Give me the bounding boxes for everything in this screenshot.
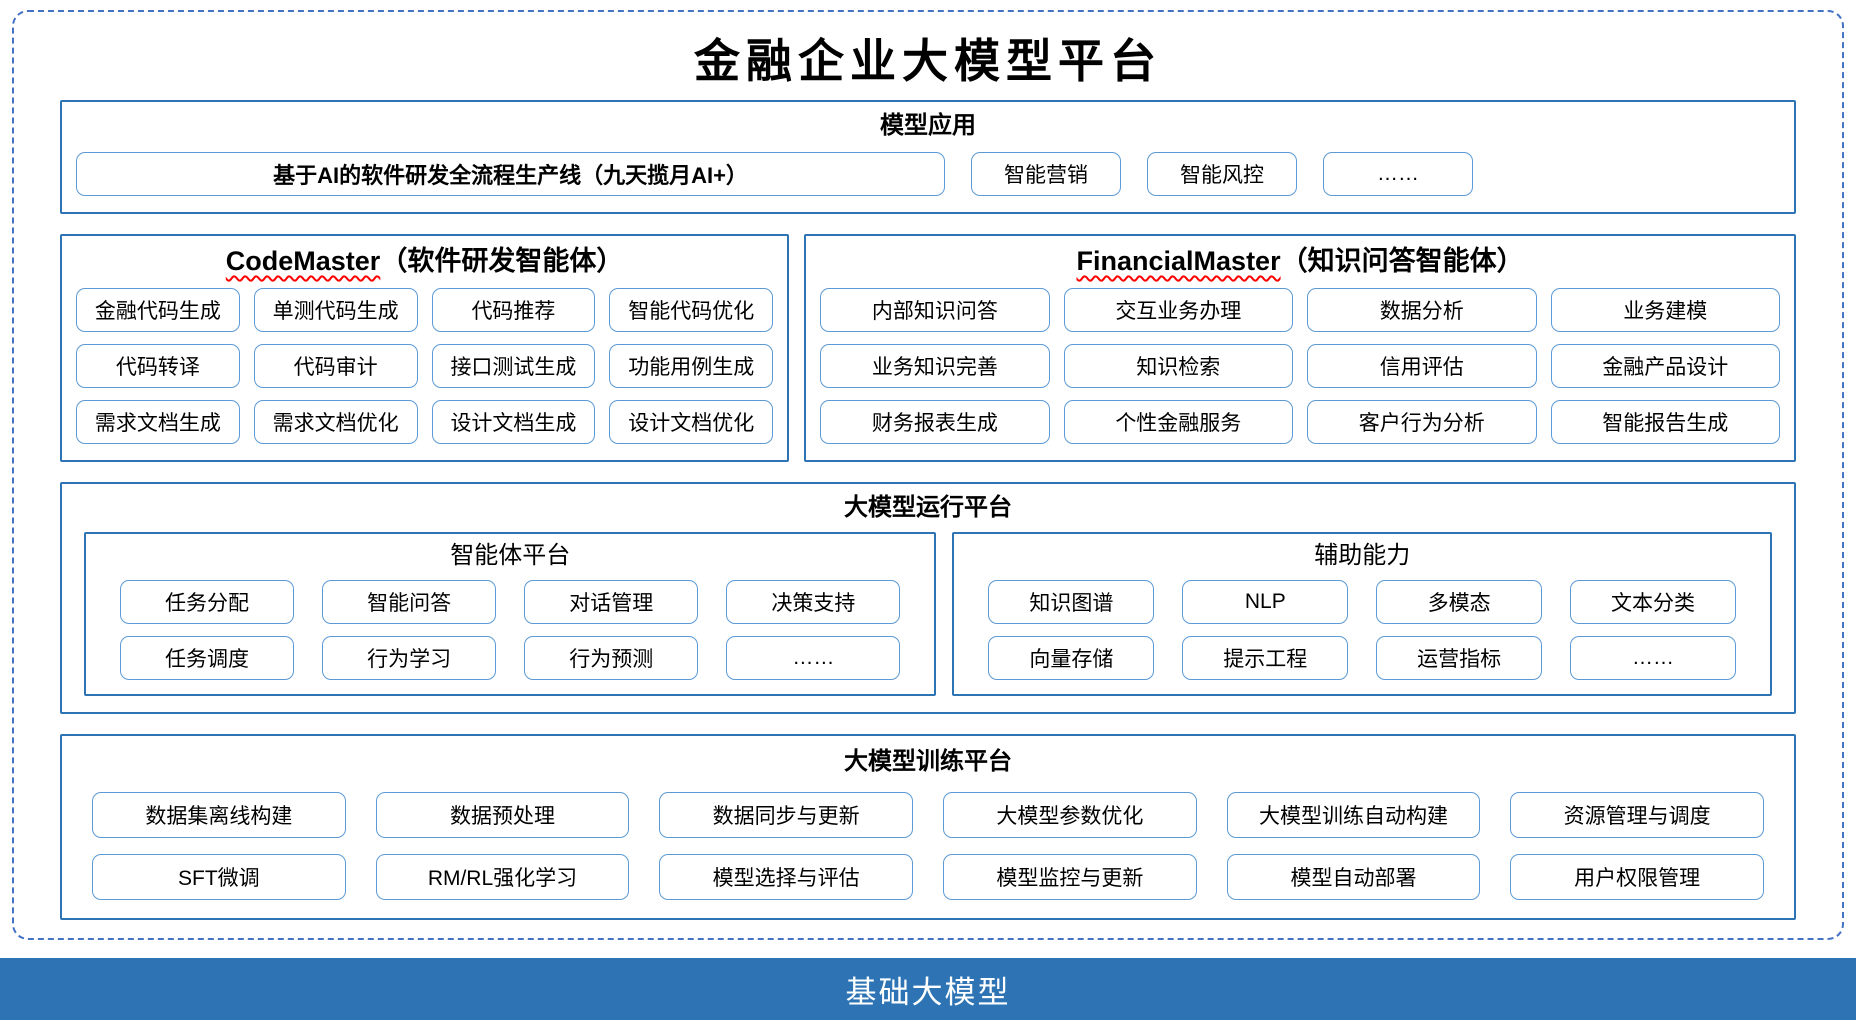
codemaster-title: CodeMaster（软件研发智能体） [76, 242, 773, 280]
page-title: 金融企业大模型平台 [694, 34, 1162, 88]
capability-item: 任务分配 [120, 580, 295, 624]
capability-item: …… [726, 636, 901, 680]
section-model-application: 模型应用 基于AI的软件研发全流程生产线（九天揽月AI+） 智能营销 智能风控 … [60, 100, 1796, 214]
capability-item: 设计文档生成 [431, 400, 596, 444]
capability-item: 智能报告生成 [1550, 400, 1780, 444]
capability-item: 提示工程 [1182, 636, 1349, 680]
platform-diagram-frame: 金融企业大模型平台 模型应用 基于AI的软件研发全流程生产线（九天揽月AI+） … [12, 10, 1844, 940]
capability-item: 金融代码生成 [76, 288, 240, 332]
financialmaster-grid: 内部知识问答交互业务办理数据分析业务建模业务知识完善知识检索信用评估金融产品设计… [820, 288, 1780, 444]
agent-platform-box: 智能体平台 任务分配智能问答对话管理决策支持任务调度行为学习行为预测 …… [84, 532, 937, 696]
capability-item: 决策支持 [726, 580, 901, 624]
runtime-platform-header: 大模型运行平台 [844, 494, 1012, 521]
runtime-row: 智能体平台 任务分配智能问答对话管理决策支持任务调度行为学习行为预测 …… 辅助能… [84, 532, 1772, 696]
auxiliary-capability-title: 辅助能力 [1314, 542, 1411, 569]
capability-item: 财务报表生成 [820, 400, 1050, 444]
capability-item: 交互业务办理 [1063, 288, 1294, 332]
section-codemaster: CodeMaster（软件研发智能体） 金融代码生成单测代码生成代码推荐智能代码… [60, 234, 790, 462]
capability-item: 业务知识完善 [820, 344, 1050, 388]
training-platform-header: 大模型训练平台 [844, 748, 1012, 775]
capability-item: NLP [1182, 580, 1349, 624]
model-application-row: 基于AI的软件研发全流程生产线（九天揽月AI+） 智能营销 智能风控 …… [74, 152, 1782, 196]
capability-item: 数据集离线构建 [92, 792, 346, 838]
auxiliary-capability-box: 辅助能力 知识图谱 NLP 多模态文本分类向量存储提示工程运营指标 …… [952, 532, 1772, 696]
section-training-platform: 大模型训练平台 数据集离线构建数据预处理数据同步与更新大模型参数优化大模型训练自… [60, 734, 1796, 920]
training-platform-grid: 数据集离线构建数据预处理数据同步与更新大模型参数优化大模型训练自动构建资源管理与… [92, 792, 1764, 900]
capability-item: 知识检索 [1063, 344, 1294, 388]
auxiliary-capability-grid: 知识图谱 NLP 多模态文本分类向量存储提示工程运营指标 …… [988, 580, 1736, 680]
capability-item: 内部知识问答 [820, 288, 1050, 332]
capability-item: 行为预测 [524, 636, 699, 680]
capability-item: 业务建模 [1550, 288, 1780, 332]
capability-item: 数据同步与更新 [659, 792, 913, 838]
codemaster-grid: 金融代码生成单测代码生成代码推荐智能代码优化代码转译代码审计接口测试生成功能用例… [76, 288, 774, 444]
section-financialmaster: FinancialMaster（知识问答智能体） 内部知识问答交互业务办理数据分… [804, 234, 1796, 462]
agent-platform-grid: 任务分配智能问答对话管理决策支持任务调度行为学习行为预测 …… [120, 580, 901, 680]
app-item-risk-control: 智能风控 [1147, 152, 1298, 196]
app-item-ai-pipeline: 基于AI的软件研发全流程生产线（九天揽月AI+） [76, 152, 946, 196]
capability-item: 模型自动部署 [1226, 854, 1481, 900]
capability-item: 大模型参数优化 [943, 792, 1197, 838]
agent-platform-title: 智能体平台 [450, 542, 571, 569]
capability-item: 知识图谱 [988, 580, 1155, 624]
capability-item: 金融产品设计 [1550, 344, 1780, 388]
financialmaster-title-cn: （知识问答智能体） [1280, 246, 1524, 276]
base-model-bar: 基础大模型 [0, 958, 1856, 1020]
app-item-marketing: 智能营销 [971, 152, 1122, 196]
model-application-header: 模型应用 [880, 112, 976, 139]
capability-item: 代码审计 [253, 344, 418, 388]
capability-item: 代码推荐 [431, 288, 596, 332]
capability-item: 模型选择与评估 [659, 854, 913, 900]
capability-item: SFT微调 [92, 854, 346, 900]
capability-item: 数据分析 [1307, 288, 1537, 332]
capability-item: 智能问答 [322, 580, 497, 624]
capability-item: …… [1570, 636, 1736, 680]
capability-item: 功能用例生成 [609, 344, 774, 388]
capability-item: 对话管理 [524, 580, 699, 624]
capability-item: 资源管理与调度 [1510, 792, 1764, 838]
codemaster-title-cn: （软件研发智能体） [380, 246, 624, 276]
section-runtime-platform: 大模型运行平台 智能体平台 任务分配智能问答对话管理决策支持任务调度行为学习行为… [60, 482, 1796, 714]
capability-item: 需求文档生成 [76, 400, 240, 444]
capability-item: 向量存储 [988, 636, 1155, 680]
capability-item: 用户权限管理 [1510, 854, 1764, 900]
base-model-bar-label: 基础大模型 [845, 974, 1011, 1010]
capability-item: 行为学习 [322, 636, 497, 680]
capability-item: 多模态 [1376, 580, 1543, 624]
capability-item: 数据预处理 [375, 792, 630, 838]
capability-item: 个性金融服务 [1063, 400, 1294, 444]
capability-item: 模型监控与更新 [943, 854, 1197, 900]
capability-item: 任务调度 [120, 636, 295, 680]
capability-item: 智能代码优化 [609, 288, 774, 332]
capability-item: 大模型训练自动构建 [1226, 792, 1481, 838]
app-item-ellipsis: …… [1323, 152, 1474, 196]
capability-item: 运营指标 [1376, 636, 1543, 680]
capability-item: 代码转译 [76, 344, 240, 388]
capability-item: 信用评估 [1307, 344, 1537, 388]
financialmaster-title: FinancialMaster（知识问答智能体） [820, 242, 1780, 280]
agents-row: CodeMaster（软件研发智能体） 金融代码生成单测代码生成代码推荐智能代码… [60, 234, 1796, 462]
financialmaster-title-en: FinancialMaster [1076, 246, 1281, 276]
capability-item: RM/RL强化学习 [375, 854, 630, 900]
capability-item: 客户行为分析 [1307, 400, 1537, 444]
capability-item: 需求文档优化 [253, 400, 418, 444]
capability-item: 文本分类 [1570, 580, 1736, 624]
capability-item: 接口测试生成 [431, 344, 596, 388]
capability-item: 设计文档优化 [609, 400, 774, 444]
capability-item: 单测代码生成 [253, 288, 418, 332]
codemaster-title-en: CodeMaster [225, 246, 381, 276]
